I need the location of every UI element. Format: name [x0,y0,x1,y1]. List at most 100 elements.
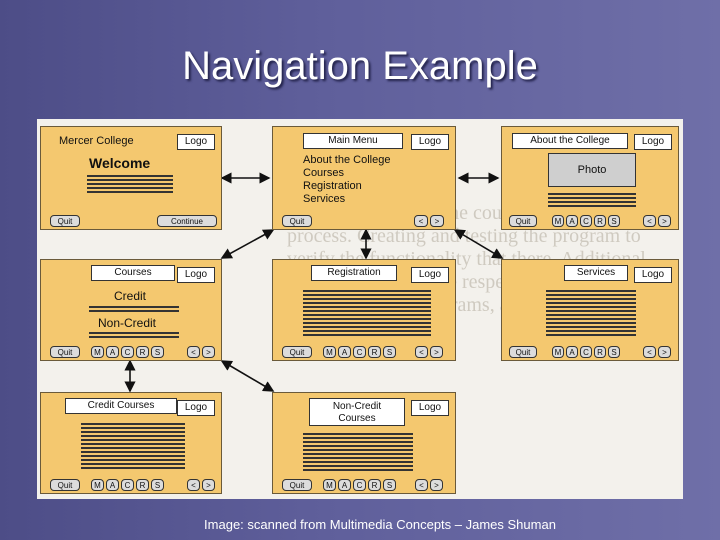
arrow-main-courses [220,229,275,259]
prev-button[interactable]: < [415,479,428,491]
body-lines [546,290,636,338]
quit-button[interactable]: Quit [509,346,537,358]
screen-header: Services [564,265,628,281]
nav-a-button[interactable]: A [106,346,119,358]
body-lines [303,433,413,473]
nav-m-button[interactable]: M [91,479,104,491]
next-button[interactable]: > [430,215,444,227]
body-lines [89,332,179,340]
quit-button[interactable]: Quit [50,479,80,491]
nav-c-button[interactable]: C [580,346,592,358]
next-button[interactable]: > [430,346,443,358]
slide-title: Navigation Example [182,44,538,88]
nav-a-button[interactable]: A [566,346,578,358]
logo-box: Logo [177,400,215,416]
screen-registration: Registration Logo Quit M A C R S < > [272,259,456,361]
screen-services: Services Logo Quit M A C R S < > [501,259,679,361]
nav-m-button[interactable]: M [552,346,564,358]
nav-r-button[interactable]: R [368,479,381,491]
credit-link[interactable]: Credit [114,289,147,303]
quit-button[interactable]: Quit [50,215,80,227]
body-lines [303,290,431,338]
logo-box: Logo [411,267,449,283]
prev-button[interactable]: < [187,346,200,358]
logo-box: Logo [411,134,449,150]
next-button[interactable]: > [658,346,671,358]
navigation-arrows [124,172,504,393]
nav-m-button[interactable]: M [323,346,336,358]
logo-box: Logo [634,267,672,283]
nav-s-button[interactable]: S [383,479,396,491]
menu-item-registration[interactable]: Registration [303,180,362,192]
photo-placeholder: Photo [548,153,636,187]
nav-s-button[interactable]: S [151,479,164,491]
screen-header: Main Menu [303,133,403,149]
nav-s-button[interactable]: S [608,346,620,358]
quit-button[interactable]: Quit [282,215,312,227]
screen-header: Credit Courses [65,398,177,414]
nav-r-button[interactable]: R [594,346,606,358]
body-lines [548,193,636,209]
screen-about-college: About the College Logo Photo Quit M A C … [501,126,679,230]
quit-button[interactable]: Quit [50,346,80,358]
nav-s-button[interactable]: S [608,215,620,227]
logo-box: Logo [634,134,672,150]
scanned-figure: computer based online course development… [37,119,683,499]
nav-c-button[interactable]: C [121,479,134,491]
image-caption: Image: scanned from Multimedia Concepts … [204,517,556,532]
nav-a-button[interactable]: A [106,479,119,491]
body-lines [81,423,185,471]
prev-button[interactable]: < [187,479,200,491]
next-button[interactable]: > [202,479,215,491]
quit-button[interactable]: Quit [509,215,537,227]
nav-a-button[interactable]: A [338,346,351,358]
menu-item-services[interactable]: Services [303,193,346,205]
nav-r-button[interactable]: R [594,215,606,227]
prev-button[interactable]: < [414,215,428,227]
nav-m-button[interactable]: M [91,346,104,358]
quit-button[interactable]: Quit [282,346,312,358]
nav-c-button[interactable]: C [353,346,366,358]
nav-m-button[interactable]: M [323,479,336,491]
arrow-courses-noncredit [220,360,275,392]
nav-s-button[interactable]: S [383,346,396,358]
welcome-heading: Welcome [89,155,151,171]
screen-header: Non-Credit Courses [309,398,405,426]
nav-r-button[interactable]: R [136,346,149,358]
prev-button[interactable]: < [643,346,656,358]
next-button[interactable]: > [658,215,671,227]
screen-header: Registration [311,265,397,281]
next-button[interactable]: > [202,346,215,358]
logo-box: Logo [177,267,215,283]
next-button[interactable]: > [430,479,443,491]
nav-a-button[interactable]: A [566,215,578,227]
menu-item-about[interactable]: About the College [303,154,391,166]
header-line-2: Courses [338,413,376,424]
prev-button[interactable]: < [415,346,428,358]
nav-r-button[interactable]: R [136,479,149,491]
nav-s-button[interactable]: S [151,346,164,358]
nav-r-button[interactable]: R [368,346,381,358]
nav-m-button[interactable]: M [552,215,564,227]
nav-a-button[interactable]: A [338,479,351,491]
body-lines [87,175,173,195]
screen-header: About the College [512,133,628,149]
body-lines [89,306,179,314]
prev-button[interactable]: < [643,215,656,227]
menu-item-courses[interactable]: Courses [303,167,344,179]
header-line-1: Non-Credit [332,401,382,412]
continue-button[interactable]: Continue [157,215,217,227]
nav-c-button[interactable]: C [353,479,366,491]
noncredit-link[interactable]: Non-Credit [98,316,157,330]
screen-main-menu: Main Menu Logo About the College Courses… [272,126,456,230]
screen-mercer-college: Mercer College Logo Welcome Quit Continu… [40,126,222,230]
logo-box: Logo [411,400,449,416]
quit-button[interactable]: Quit [282,479,312,491]
screen-noncredit-courses: Non-Credit Courses Logo Quit M A C R S <… [272,392,456,494]
logo-box: Logo [177,134,215,150]
nav-c-button[interactable]: C [580,215,592,227]
screen-header: Courses [91,265,175,281]
nav-c-button[interactable]: C [121,346,134,358]
arrow-main-services [453,229,504,259]
screen-courses: Courses Logo Credit Non-Credit Quit M A … [40,259,222,361]
